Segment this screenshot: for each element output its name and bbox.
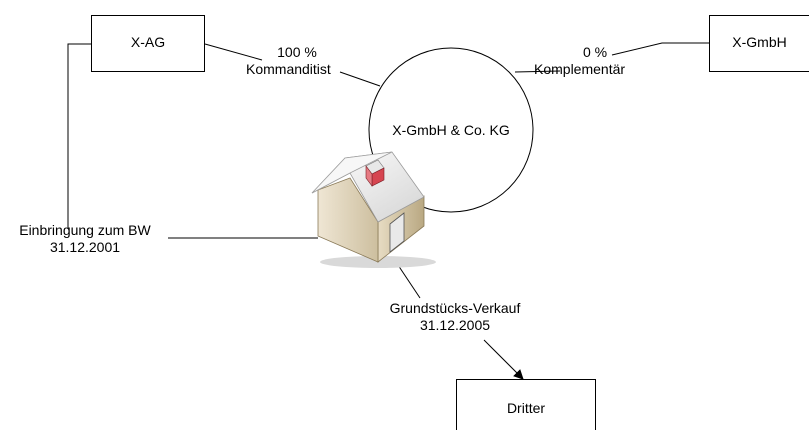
komplementaer-role: Komplementär (534, 61, 625, 78)
house-to-verkauf-line (398, 265, 420, 298)
xag-label: X-AG (92, 34, 204, 50)
xgmbh-label: X-GmbH (710, 34, 809, 50)
kg-label: X-GmbH & Co. KG (369, 122, 533, 139)
komplementaer-percent: 0 % (575, 44, 615, 61)
xag-to-einbringung-line (68, 44, 91, 229)
komplementaer-to-xgmbh-line (612, 43, 710, 55)
xag-to-kommanditist-line (205, 44, 262, 60)
kommanditist-percent: 100 % (262, 44, 332, 61)
kommanditist-role: Kommanditist (246, 61, 331, 78)
einbringung-date: 31.12.2001 (6, 239, 164, 256)
kommanditist-to-kg-line (340, 72, 380, 86)
einbringung-label: Einbringung zum BW 31.12.2001 (6, 222, 164, 256)
dritter-box: Dritter (456, 379, 596, 430)
verkauf-date: 31.12.2005 (380, 317, 530, 334)
verkauf-text: Grundstücks-Verkauf (380, 300, 530, 317)
verkauf-label: Grundstücks-Verkauf 31.12.2005 (380, 300, 530, 334)
xag-box: X-AG (91, 15, 205, 72)
xgmbh-box: X-GmbH (709, 15, 809, 72)
dritter-label: Dritter (457, 400, 595, 416)
einbringung-text: Einbringung zum BW (6, 222, 164, 239)
verkauf-to-dritter-arrow (484, 340, 523, 379)
